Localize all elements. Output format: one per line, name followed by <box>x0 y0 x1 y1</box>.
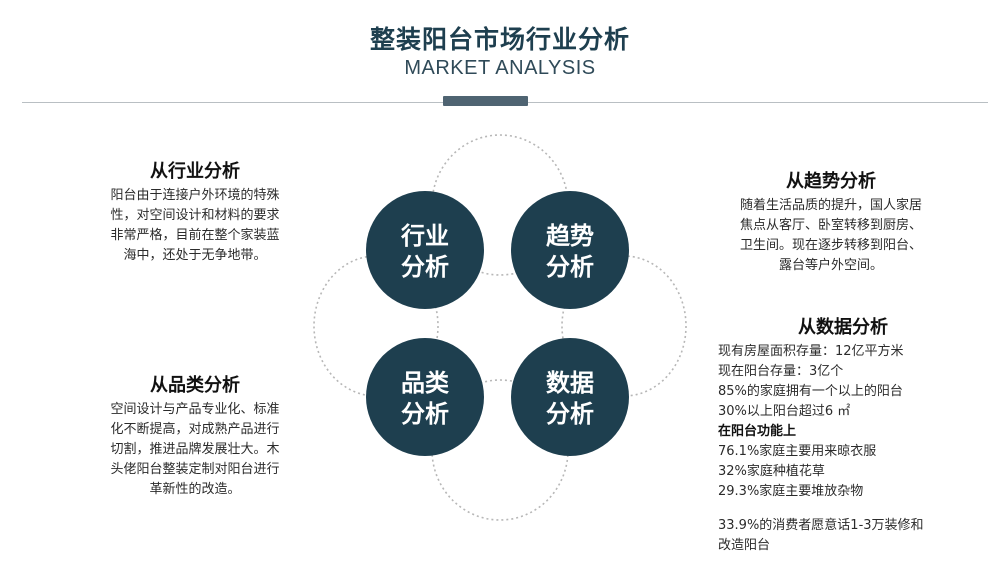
data-line: 现在阳台存量：3亿个 <box>718 364 844 379</box>
category-circle-label: 品类 <box>401 369 450 397</box>
category-analysis-block: 从品类分析 空间设计与产品专业化、标准 化不断提高，对成熟产品进行 切割，推进品… <box>82 374 308 500</box>
category-line: 革新性的改造。 <box>149 482 241 497</box>
data-line: 33.9%的消费者愿意话1-3万装修和 <box>718 518 924 533</box>
category-line: 头佬阳台整装定制对阳台进行 <box>110 462 280 477</box>
category-circle-label: 分析 <box>401 400 449 428</box>
data-heading: 从数据分析 <box>798 317 888 338</box>
industry-line: 性，对空间设计和材料的要求 <box>110 208 280 223</box>
data-analysis-block: 从数据分析 现有房屋面积存量：12亿平方米 现在阳台存量：3亿个 85%的家庭拥… <box>718 316 968 556</box>
industry-circle: 行业分析 <box>366 191 484 309</box>
trend-heading: 从趋势分析 <box>786 171 876 192</box>
industry-analysis-block: 从行业分析 阳台由于连接户外环境的特殊 性，对空间设计和材料的要求 非常严格，目… <box>82 160 308 266</box>
data-line: 85%的家庭拥有一个以上的阳台 <box>718 384 903 399</box>
category-heading: 从品类分析 <box>150 375 240 396</box>
industry-line: 海中，还处于无争地带。 <box>123 248 267 263</box>
trend-circle-label: 分析 <box>546 253 594 281</box>
data-line: 30%以上阳台超过6 ㎡ <box>718 404 851 419</box>
divider-tab <box>443 96 528 106</box>
industry-line: 非常严格，目前在整个家装蓝 <box>110 228 280 243</box>
trend-circle: 趋势分析 <box>511 191 629 309</box>
data-line: 76.1%家庭主要用来晾衣服 <box>718 444 877 459</box>
industry-circle-shape <box>366 191 484 309</box>
trend-circle-label: 趋势 <box>546 222 594 250</box>
trend-analysis-block: 从趋势分析 随着生活品质的提升，国人家居 焦点从客厅、卧室转移到厨房、 卫生间。… <box>718 170 944 276</box>
trend-line: 随着生活品质的提升，国人家居 <box>739 198 922 213</box>
industry-line: 阳台由于连接户外环境的特殊 <box>110 188 280 203</box>
data-circle: 数据分析 <box>511 338 629 456</box>
data-circle-label: 分析 <box>546 400 594 428</box>
industry-circle-label: 分析 <box>401 253 449 281</box>
trend-circle-shape <box>511 191 629 309</box>
category-circle-shape <box>366 338 484 456</box>
data-circle-shape <box>511 338 629 456</box>
category-line: 切割，推进品牌发展壮大。木 <box>110 442 280 457</box>
data-line: 改造阳台 <box>718 538 771 553</box>
spacer <box>718 502 968 516</box>
category-line: 化不断提高，对成熟产品进行 <box>110 422 280 437</box>
industry-circle-label: 行业 <box>400 222 449 250</box>
data-circle-label: 数据 <box>546 369 594 397</box>
category-circle: 品类分析 <box>366 338 484 456</box>
data-line: 32%家庭种植花草 <box>718 464 825 479</box>
trend-line: 卫生间。现在逐步转移到阳台、 <box>739 238 922 253</box>
page-subtitle: MARKET ANALYSIS <box>404 57 596 79</box>
data-line: 29.3%家庭主要堆放杂物 <box>718 484 864 499</box>
category-line: 空间设计与产品专业化、标准 <box>110 402 280 417</box>
data-subheading: 在阳台功能上 <box>718 424 797 439</box>
trend-line: 露台等户外空间。 <box>778 258 883 273</box>
header: 整装阳台市场行业分析 MARKET ANALYSIS <box>0 0 1000 110</box>
data-line: 现有房屋面积存量：12亿平方米 <box>718 344 904 359</box>
trend-line: 焦点从客厅、卧室转移到厨房、 <box>739 218 922 233</box>
industry-heading: 从行业分析 <box>150 161 240 182</box>
page-title: 整装阳台市场行业分析 <box>369 25 630 54</box>
